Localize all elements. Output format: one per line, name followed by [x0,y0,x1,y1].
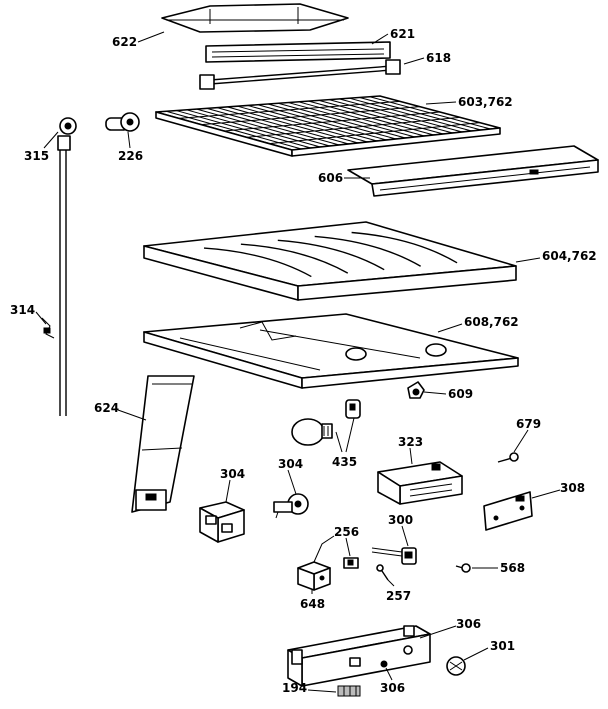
part-622-cover [161,3,349,33]
part-603-wire-shelf [155,95,501,157]
label-606: 606 [318,171,343,185]
wire-shelf-crossbar [178,100,401,119]
label-604: 604,762 [542,249,597,263]
label-301: 301 [490,639,515,653]
part-608-shelf [143,313,519,389]
part-609-clip [407,381,425,399]
part-306-housing [287,625,431,687]
label-256: 256 [334,525,359,539]
label-618: 618 [426,51,451,65]
wire-shelf-crossbar [201,106,421,126]
label-603: 603,762 [458,95,513,109]
part-568-screw [455,563,471,573]
wire-shelf-crossbar [246,116,461,138]
shelf-rib [351,231,458,264]
label-568: 568 [500,561,525,575]
label-624: 624 [94,401,119,415]
part-226-knob [105,112,140,132]
label-306-b: 306 [380,681,405,695]
label-323: 323 [398,435,423,449]
part-315-rod [41,117,77,416]
part-435-bulb [291,399,361,446]
part-606-cover [347,145,599,197]
label-306-a: 306 [456,617,481,631]
label-622: 622 [112,35,137,49]
label-609: 609 [448,387,473,401]
part-labels: 622 621 618 603,762 315 226 606 604,762 … [10,27,597,695]
part-194-tag [337,685,361,697]
part-304-gear [273,493,309,519]
label-621: 621 [390,27,415,41]
label-304-a: 304 [220,467,245,481]
part-256-clip [343,557,359,569]
part-304-block [199,501,245,543]
part-618-rail [199,59,401,90]
label-648: 648 [300,597,325,611]
part-257-screw [376,564,389,581]
label-194: 194 [282,681,307,695]
label-315: 315 [24,149,49,163]
label-435: 435 [332,455,357,469]
part-624-duct [131,375,195,513]
wire-shelf-crossbar [223,111,441,132]
label-314: 314 [10,303,35,317]
part-621-frame [205,41,391,63]
label-679: 679 [516,417,541,431]
wire-shelf-crossbar [269,122,481,145]
leader-lines [35,31,561,693]
part-300-switch [371,547,417,565]
shelf-rib [314,235,421,267]
part-648-timer [297,535,335,591]
shelf-rib [277,239,385,271]
part-323-housing [377,461,463,505]
shelf-rib [240,243,349,274]
label-257: 257 [386,589,411,603]
part-679-screw [497,452,519,463]
label-308: 308 [560,481,585,495]
part-308-bracket [483,491,533,531]
label-608: 608,762 [464,315,519,329]
label-300: 300 [388,513,413,527]
shelf-rib [203,247,312,278]
part-301-knob [446,656,466,676]
part-604-shelf [143,221,517,301]
label-304-b: 304 [278,457,303,471]
label-226: 226 [118,149,143,163]
